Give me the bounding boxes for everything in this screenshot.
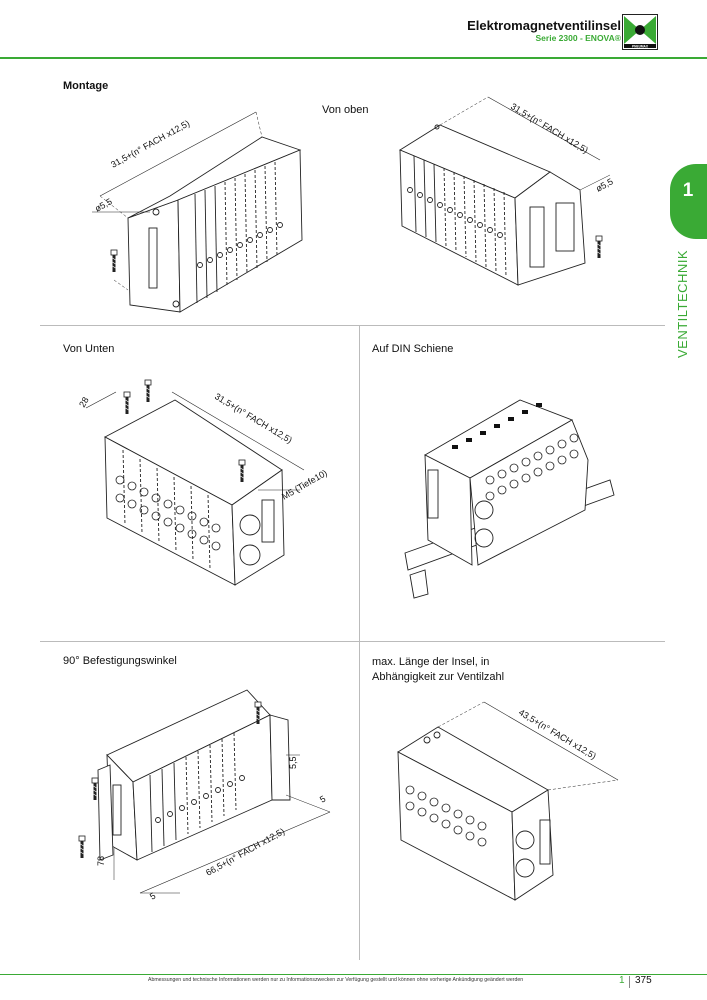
grid-divider-1	[40, 325, 665, 326]
footer-rule	[0, 974, 707, 975]
bl-dim-b: 5	[318, 794, 327, 805]
caption-bot-right-line1: max. Länge der Insel, in	[372, 656, 490, 668]
bl-dim-length: 66,5+(n° FACH x12,5)	[204, 826, 286, 878]
logo-text: PNEUMAX	[632, 44, 649, 48]
bl-dim-height: 78	[96, 856, 106, 866]
caption-mid-right: Auf DIN Schiene	[372, 343, 454, 355]
tl-dim-length: 31,5+(n° FACH x12,5)	[109, 118, 191, 170]
ml-dim-thread: M5 (Tiefe10)	[280, 468, 329, 502]
screw-icon	[109, 248, 119, 274]
drawing-top-right	[399, 96, 611, 286]
drawing-mid-left	[85, 391, 305, 586]
caption-bot-right-line2: Abhängigkeit zur Ventilzahl	[372, 671, 505, 683]
drawing-bot-left	[97, 689, 331, 894]
chapter-tab	[670, 164, 707, 239]
bl-dim-a: 5,5	[288, 756, 298, 769]
drawing-bot-right	[397, 701, 619, 901]
tr-dim-length: 31,5+(n° FACH x12,5)	[509, 101, 590, 155]
tr-dim-hole: ø5,5	[594, 176, 615, 193]
footer-chapter: 1	[619, 975, 625, 986]
header-rule	[0, 57, 707, 59]
footer-disclaimer: Abmessungen und technische Informationen…	[148, 977, 524, 983]
tl-dim-hole: ø5,5	[93, 196, 114, 213]
drawing-mid-right	[404, 399, 615, 599]
screw-icon	[77, 834, 87, 860]
pneumax-logo: PNEUMAX	[622, 14, 658, 50]
caption-bot-left: 90° Befestigungswinkel	[63, 655, 177, 667]
chapter-tab-number: 1	[682, 180, 694, 201]
header-subtitle: Serie 2300 - ENOVA®	[535, 33, 621, 43]
screw-icon	[143, 378, 153, 404]
caption-mid-left: Von Unten	[63, 343, 115, 355]
screw-icon	[594, 234, 604, 260]
screw-icon	[122, 390, 132, 416]
section-title: Montage	[63, 80, 109, 92]
footer-page-number: 375	[635, 975, 652, 986]
ml-dim-offset: 28	[77, 395, 91, 409]
drawing-top-left	[92, 111, 303, 313]
screw-icon	[90, 776, 100, 802]
bl-dim-c: 5	[148, 891, 157, 902]
caption-top-right: Von oben	[322, 104, 369, 116]
footer-separator	[629, 976, 630, 988]
br-dim-length: 43,5+(n° FACH x12,5)	[517, 707, 598, 761]
grid-divider-2	[40, 641, 665, 642]
grid-divider-vertical	[359, 325, 360, 960]
caption-bot-right: max. Länge der Insel, in Abhängigkeit zu…	[372, 655, 612, 685]
header-title: Elektromagnetventilinsel	[467, 18, 621, 33]
